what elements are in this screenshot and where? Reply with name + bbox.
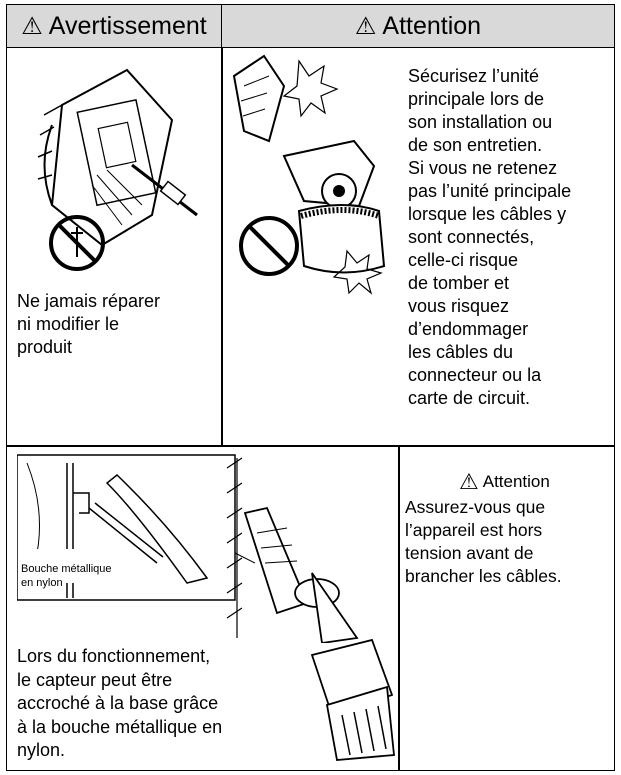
secure-unit-text: Sécurisez l’unité principale lors de son… [408, 66, 572, 408]
divider [221, 47, 223, 445]
power-attention-heading: ⚠ Attention [459, 469, 550, 495]
hook-text: Lors du fonctionnement, le capteur peut … [17, 646, 223, 760]
warning-header: ⚠ Avertissement [7, 5, 222, 48]
sensor-unit-illustration [310, 638, 395, 761]
hook-illustration [17, 454, 359, 643]
attention-header-label: Attention [382, 11, 482, 40]
divider [7, 445, 614, 447]
power-attention-label: Attention [482, 472, 550, 491]
attention-header: ⚠ Attention [222, 5, 614, 48]
divider [398, 445, 400, 770]
warning-triangle-icon: ⚠ [354, 12, 377, 40]
warning-table: ⚠ Avertissement ⚠ Attention Ne jamais ré… [6, 4, 615, 771]
power-off-text: Assurez-vous que l’appareil est hors ten… [405, 497, 562, 586]
repair-warning-text: Ne jamais réparer ni modifier le produit [17, 291, 161, 357]
nylon-hook-callout: Bouche métallique en nylon [21, 563, 112, 589]
warning-triangle-icon: ⚠ [459, 469, 479, 494]
warning-header-label: Avertissement [48, 11, 207, 40]
falling-unit-illustration [232, 54, 386, 295]
warning-triangle-icon: ⚠ [21, 12, 43, 40]
repair-illustration [37, 68, 198, 271]
